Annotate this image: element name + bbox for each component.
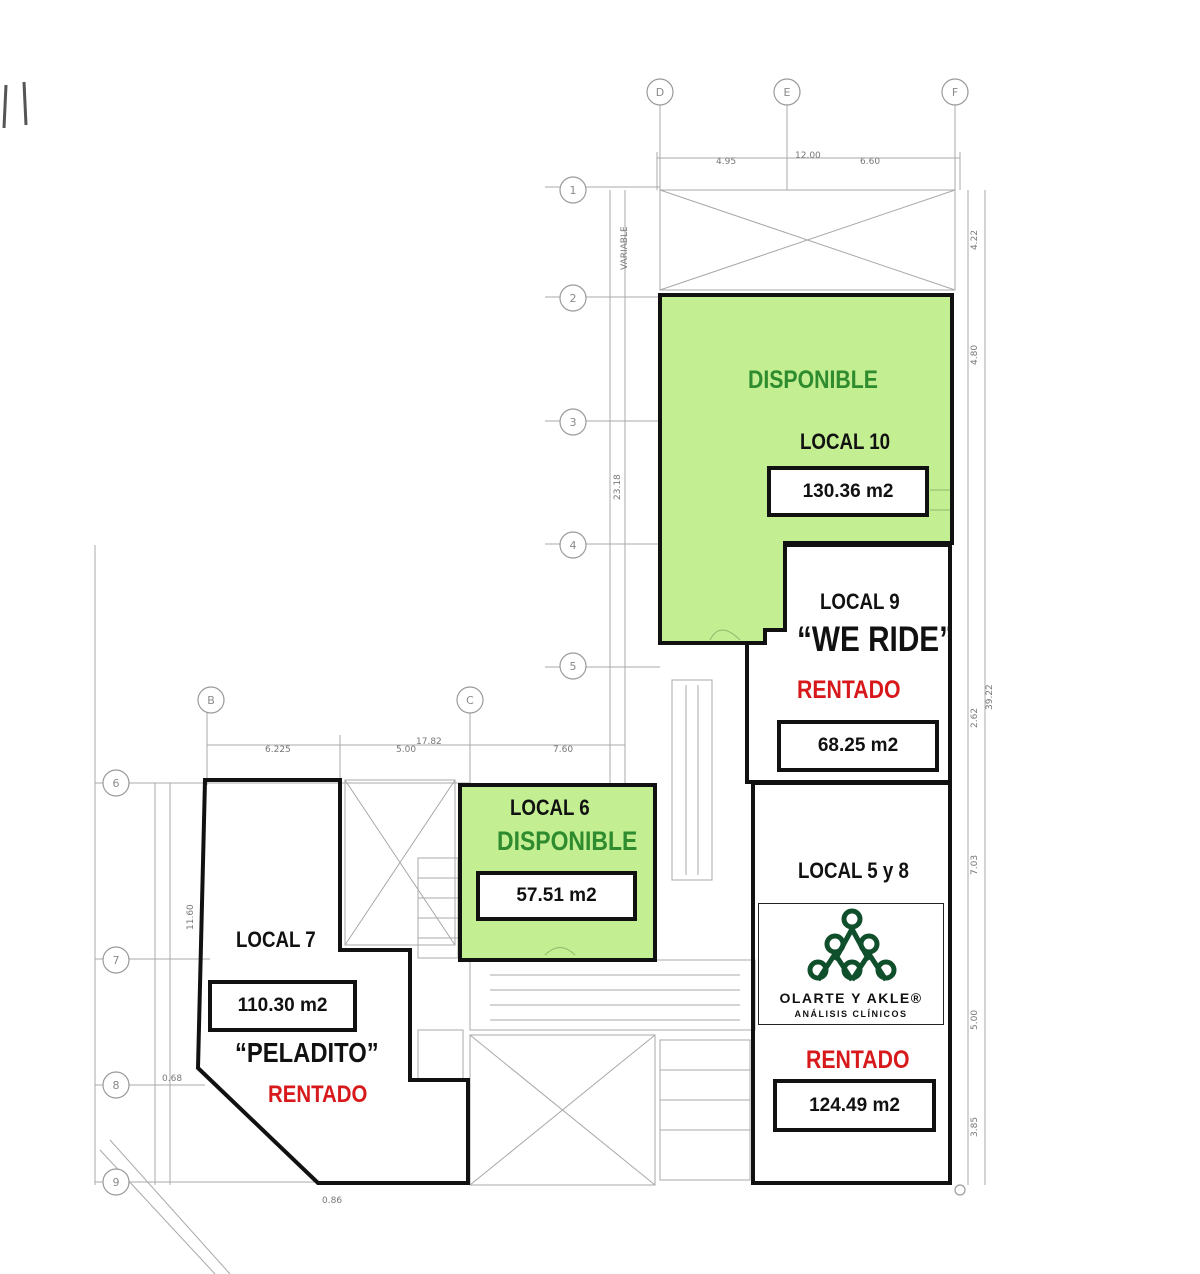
axis-label-6: 6 — [113, 777, 120, 790]
axis-label-7: 7 — [113, 954, 120, 967]
dim-right-500: 5.00 — [970, 1009, 980, 1030]
local-5-8-name: LOCAL 5 y 8 — [798, 858, 909, 883]
grid-bubbles — [102, 78, 969, 1196]
local-10-area: 130.36 m2 — [767, 466, 929, 517]
local-5-8-area: 124.49 m2 — [773, 1079, 936, 1132]
local-9-status: RENTADO — [797, 676, 901, 704]
axis-label-c: C — [466, 694, 474, 707]
dim-mid-c: 7.60 — [553, 745, 574, 755]
local-5-8-status: RENTADO — [806, 1046, 910, 1074]
axis-label-1: 1 — [570, 184, 577, 197]
dim-right-480: 4.80 — [970, 344, 980, 365]
axis-label-5: 5 — [570, 660, 577, 673]
axis-label-d: D — [656, 86, 664, 99]
logo-name: OLARTE Y AKLE® — [779, 990, 923, 1006]
axis-label-3: 3 — [570, 416, 577, 429]
dim-top-left: 4.95 — [716, 157, 737, 167]
local-7-outline[interactable] — [195, 778, 470, 1185]
green-area-overlay — [544, 489, 950, 956]
local-7-status: RENTADO — [268, 1081, 368, 1108]
axis-label-f: F — [952, 86, 958, 99]
dim-top-right: 6.60 — [860, 157, 881, 167]
dim-right-703: 7.03 — [970, 854, 980, 875]
dim-bottom-086: 0.86 — [322, 1196, 343, 1206]
dim-right-262: 2.62 — [970, 707, 980, 728]
dim-left-1160: 11.60 — [186, 904, 196, 930]
local-7-tenant: “PELADITO” — [235, 1037, 379, 1068]
olarte-y-akle-logo: OLARTE Y AKLE® ANÁLISIS CLÍNICOS — [758, 903, 944, 1025]
dim-vertical-total: 39.22 — [985, 684, 995, 710]
local-7-area: 110.30 m2 — [208, 980, 357, 1032]
logo-subtitle: ANÁLISIS CLÍNICOS — [794, 1009, 908, 1019]
axis-label-9: 9 — [113, 1176, 120, 1189]
dim-top-total: 12.00 — [795, 151, 821, 161]
local-9-tenant: “WE RIDE” — [797, 620, 955, 659]
dim-mid-b: 5.00 — [396, 745, 417, 755]
local-5-8-outline[interactable] — [751, 781, 952, 1185]
axis-label-4: 4 — [570, 539, 577, 552]
dim-right-385: 3.85 — [970, 1116, 980, 1137]
dim-mid-a: 6.225 — [265, 745, 291, 755]
local-10-name: LOCAL 10 — [800, 429, 891, 454]
dim-variable: VARIABLE — [620, 226, 630, 270]
grid-bubble-labels: D E F 1 2 3 4 5 B C 6 7 8 9 — [113, 86, 959, 1189]
axis-label-b: B — [207, 694, 215, 707]
dim-vertical-mid: 23.18 — [613, 474, 623, 500]
axis-label-2: 2 — [570, 292, 577, 305]
local-6-name: LOCAL 6 — [510, 795, 590, 820]
corner-mark — [2, 81, 28, 129]
background-drawing — [94, 100, 986, 1274]
local-7-name: LOCAL 7 — [236, 927, 316, 952]
local-6-area: 57.51 m2 — [476, 871, 637, 921]
local-10-status: DISPONIBLE — [748, 366, 878, 394]
dim-right-422: 4.22 — [970, 229, 980, 250]
local-9-area: 68.25 m2 — [777, 720, 939, 772]
local-6-status: DISPONIBLE — [497, 826, 638, 856]
axis-label-e: E — [784, 86, 791, 99]
dim-left-068: 0.68 — [162, 1074, 183, 1084]
olarte-y-akle-emblem-icon — [807, 908, 897, 982]
dim-mid-total: 17.82 — [416, 737, 442, 747]
axis-label-8: 8 — [113, 1079, 120, 1092]
local-9-name: LOCAL 9 — [820, 589, 900, 614]
